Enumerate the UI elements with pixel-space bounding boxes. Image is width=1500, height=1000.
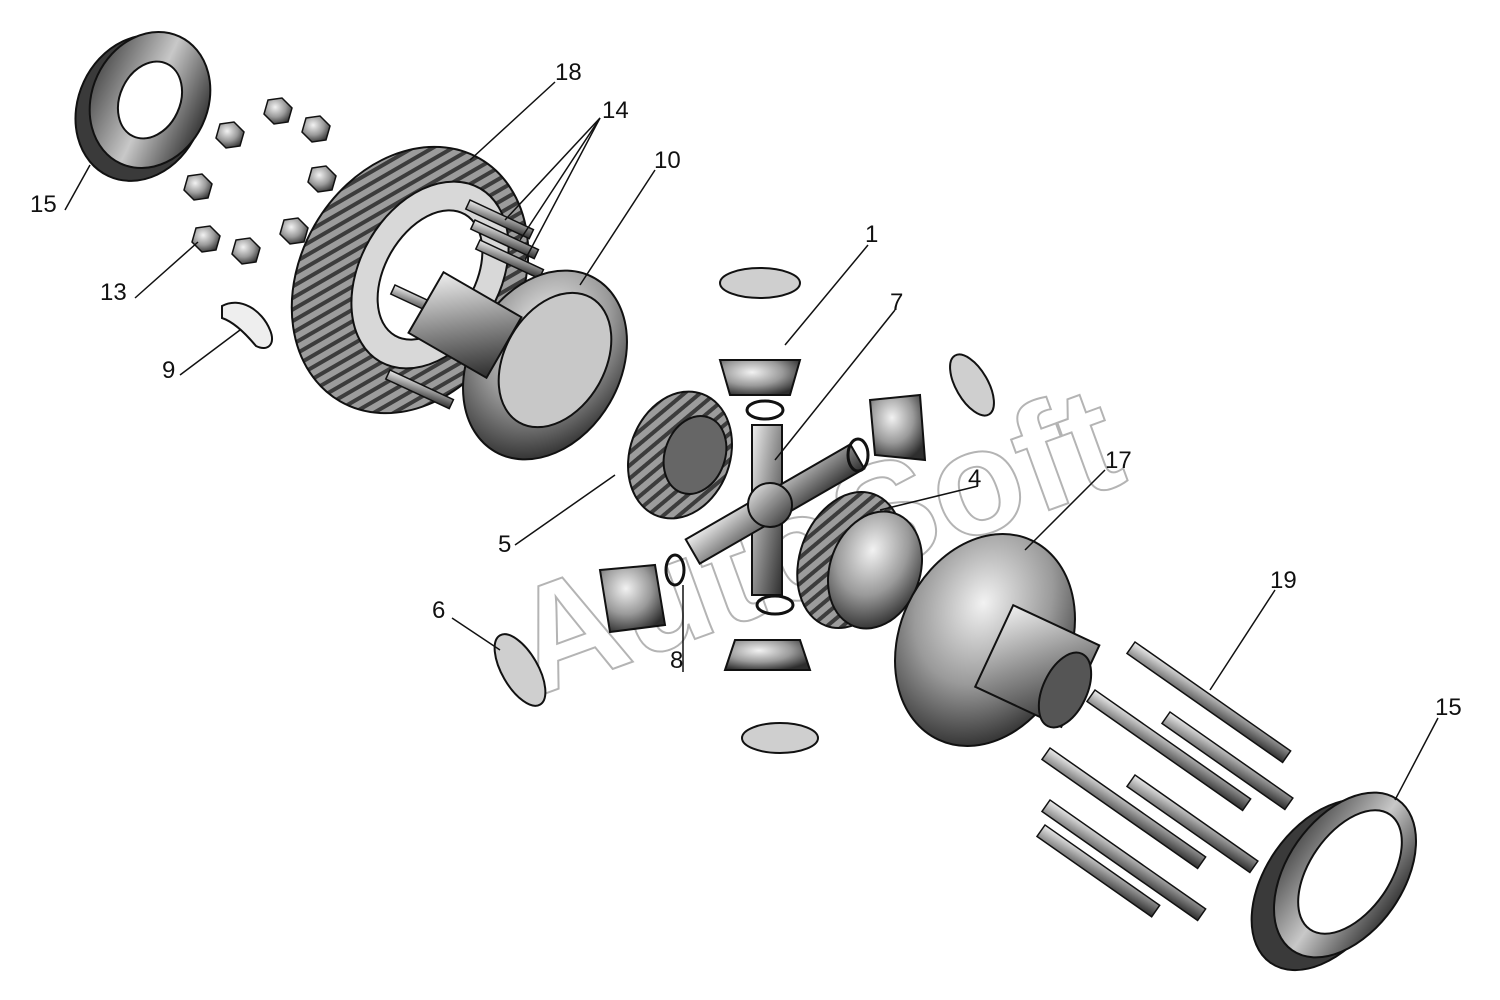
case-bolts [1035,640,1294,922]
snap-rings [664,399,870,616]
callout-6: 6 [432,597,445,624]
side-gear-left [627,390,733,520]
callout-9: 9 [162,357,175,384]
bearing-right [1250,791,1418,972]
pinion-gears [598,359,927,671]
callout-15-left: 15 [30,191,57,218]
callout-19: 19 [1270,567,1297,594]
callout-5: 5 [498,531,511,558]
callout-labels: 15 18 14 10 13 9 1 7 4 5 17 6 8 19 15 [30,59,1462,721]
callout-14: 14 [602,97,629,124]
callout-7: 7 [890,289,903,316]
callout-13: 13 [100,279,127,306]
callout-18: 18 [555,59,582,86]
lock-plate [221,301,274,349]
nut-set [183,97,337,265]
callout-1: 1 [865,221,878,248]
side-gear-right [796,491,924,630]
callout-8: 8 [670,647,683,674]
differential-case-right [894,533,1101,747]
callout-15-right: 15 [1435,694,1462,721]
thrust-washers [493,267,995,754]
spider-cross [684,424,866,596]
leader-lines [64,81,1439,801]
callout-10: 10 [654,147,681,174]
callout-4: 4 [968,465,981,492]
differential-case-left [407,269,628,461]
bearing-left [74,30,212,182]
callout-17: 17 [1105,447,1132,474]
